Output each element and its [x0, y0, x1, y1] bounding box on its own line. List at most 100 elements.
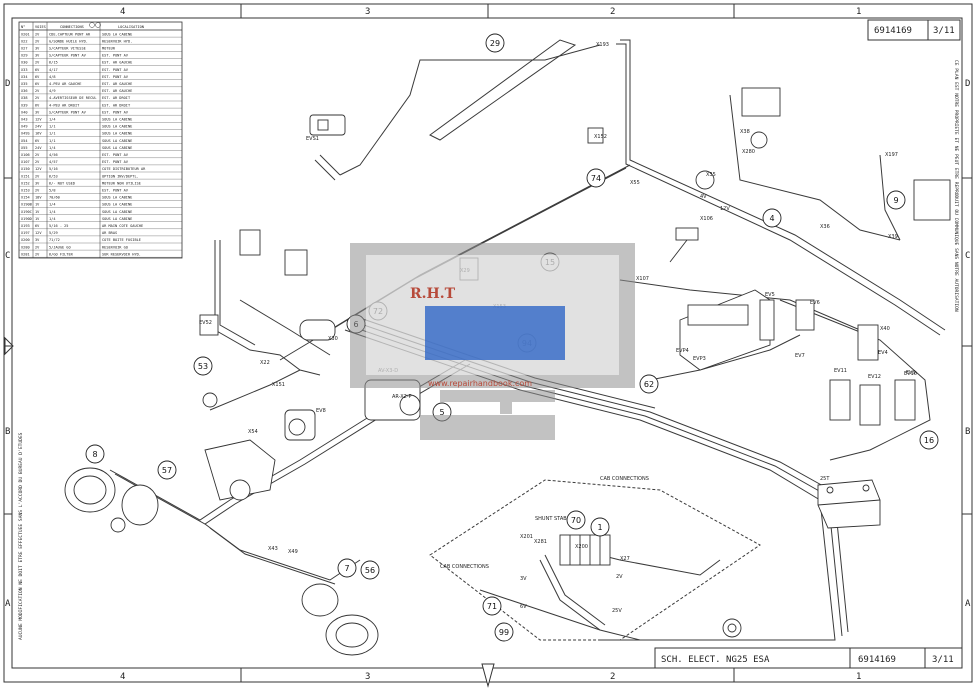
table-cell: 1/4: [49, 210, 56, 214]
label-ev8: EV8: [316, 408, 326, 414]
table-cell: 2V: [35, 189, 40, 193]
table-cell: SOUS LA CABINE: [102, 196, 132, 200]
label-ev7: EV7: [795, 353, 805, 359]
relay-icon: [239, 229, 261, 256]
table-cell: OPTION INV/DEPTL.: [102, 174, 139, 178]
table-cell: 1/4: [49, 203, 56, 207]
frame-row-labels-right: D C B A: [965, 79, 971, 609]
table-cell: 5/16: [49, 167, 58, 171]
table-cell: X49S: [21, 132, 30, 136]
table-cell: 3V: [35, 181, 40, 185]
table-cell: EST. AR DROIT: [102, 96, 131, 100]
callout-bubble: [639, 374, 659, 394]
callout-number: 62: [644, 380, 654, 389]
table-cell: X49: [21, 125, 28, 129]
table-cell: SOUS LA CABINE: [102, 217, 132, 221]
table-cell: X36: [21, 89, 28, 93]
center-mark-left: [4, 336, 14, 356]
table-cell: EST. PONT AV: [102, 160, 129, 164]
table-cell: EST. PONT AV: [102, 189, 129, 193]
table-cell: 2V: [35, 96, 40, 100]
table-cell: SOUS LA CABINE: [102, 203, 132, 207]
fuse-box-icon: [559, 534, 611, 566]
table-cell: EST. PONT AV: [102, 54, 129, 58]
table-cell: 1/1: [49, 139, 56, 143]
table-cell: 6V: [35, 68, 40, 72]
table-cell: 6/15: [49, 61, 58, 65]
table-cell: X151: [21, 174, 30, 178]
table-cell: 24V: [35, 146, 42, 150]
table-cell: X193: [21, 224, 30, 228]
table-cell: X201: [21, 32, 30, 36]
headlamp-icon: [301, 583, 339, 617]
table-cell: X22: [21, 39, 28, 43]
callout-bubble: [590, 517, 610, 537]
table-cell: X43: [21, 118, 28, 122]
table-cell: 6V: [35, 224, 40, 228]
table-header-ref-icon: [95, 22, 101, 28]
table-cell: RESERVOIR GO: [102, 245, 128, 249]
table-cell: X34: [21, 75, 28, 79]
table-cell: X200: [21, 238, 30, 242]
solenoid-icon: [894, 379, 916, 421]
label-xs15: X43: [268, 546, 278, 552]
callout-bubble: [157, 460, 177, 480]
table-cell: X30: [21, 61, 28, 65]
table-cell: 2V: [35, 153, 40, 157]
label-evp3: EVP3: [693, 356, 706, 362]
label-evp4: EVP4: [676, 348, 689, 354]
table-header: N°: [21, 25, 25, 29]
row-label: A: [965, 599, 971, 609]
label-xs24: X49: [288, 549, 298, 555]
label-xs9: X39: [888, 234, 898, 240]
drawing-number-top: 6914169: [874, 26, 912, 36]
table-cell: 2V: [35, 174, 40, 178]
table-cell: MOTEUR: [102, 47, 116, 51]
table-cell: 1/1: [49, 132, 56, 136]
sensor-icon: [202, 392, 218, 408]
table-cell: 4/56: [49, 153, 58, 157]
label-ev10: EV10: [904, 371, 917, 377]
label-ar-x2: AR-X2-P: [392, 394, 412, 400]
callout-bubble: [762, 208, 782, 228]
table-cell: 2V: [35, 61, 40, 65]
row-label: B: [5, 427, 10, 437]
table-cell: SOUS LA CABINE: [102, 139, 132, 143]
table-cell: 5/JAUGE GO: [49, 245, 71, 249]
solenoid-icon: [857, 324, 879, 361]
table-cell: 2V: [35, 160, 40, 164]
table-cell: 4-PEU AR GAUCHE: [49, 82, 81, 86]
table-cell: 6V: [35, 103, 40, 107]
table-cell: X27: [21, 47, 28, 51]
label-xs14: X197: [885, 152, 898, 158]
table-cell: AR MAIN COTE GAUCHE: [102, 224, 143, 228]
sheet-number-top: 3/11: [933, 26, 955, 36]
table-cell: X152: [21, 181, 30, 185]
table-cell: 1/1: [49, 125, 56, 129]
callout-number: 53: [198, 362, 208, 371]
table-cell: CDE.CAPTEUR PONT AR: [49, 32, 91, 36]
label-ev5: EV5: [765, 292, 775, 298]
table-cell: 2V: [35, 32, 40, 36]
table-cell: 1/4: [49, 217, 56, 221]
table-cell: EST. PONT AV: [102, 110, 129, 114]
table-cell: 2V: [35, 245, 40, 249]
label-cab-conn-2: CAB CONNECTIONS: [440, 564, 489, 570]
table-cell: SOUS LA CABINE: [102, 132, 132, 136]
table-cell: 3V: [35, 110, 40, 114]
table-cell: X281: [21, 252, 30, 256]
table-cell: 1/4: [49, 146, 56, 150]
label-xs1: X201: [520, 534, 533, 540]
callout-bubble: [360, 560, 380, 580]
label-ev52: EV52: [199, 320, 212, 326]
table-cell: 3V: [35, 47, 40, 51]
table-cell: X54: [21, 139, 28, 143]
callout-number: 56: [365, 566, 375, 575]
callout-number: 71: [487, 602, 497, 611]
callout-number: 70: [571, 516, 581, 525]
label-cab-conn-1: CAB CONNECTIONS: [600, 476, 649, 482]
table-cell: 4/57: [49, 160, 58, 164]
table-cell: COTE DISTRIBUTEUR AR: [102, 167, 146, 171]
relay-icon: [587, 127, 604, 144]
table-cell: 12V: [35, 167, 42, 171]
